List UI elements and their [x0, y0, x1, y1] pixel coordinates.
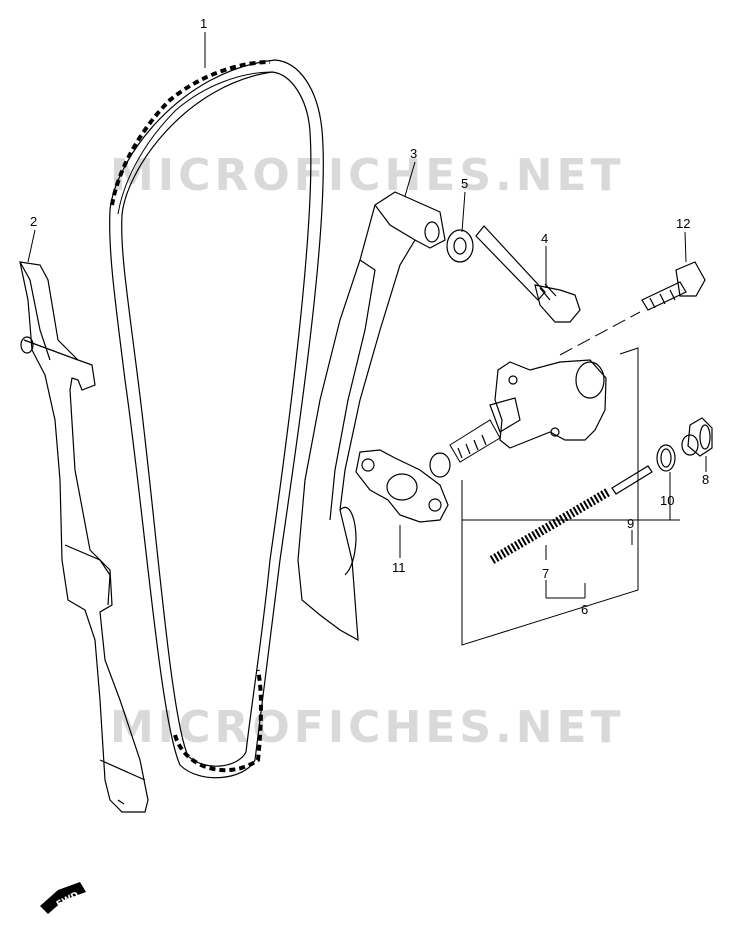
fwd-arrow-icon: FWD: [40, 882, 86, 914]
callout-1: 1: [200, 16, 207, 31]
callout-5: 5: [461, 176, 468, 191]
callout-11: 11: [392, 560, 406, 575]
washer-part: [446, 229, 474, 263]
callout-10: 10: [660, 493, 674, 508]
callout-9: 9: [627, 516, 634, 531]
callout-2: 2: [30, 214, 37, 229]
cam-chain-part: [109, 59, 324, 779]
callout-6: 6: [581, 602, 588, 617]
spring-part: [489, 488, 611, 564]
watermark-bottom: MICROFICHES.NET: [110, 702, 625, 753]
callout-7: 7: [542, 566, 549, 581]
leader-lines: [27, 32, 707, 599]
rod-part: [611, 465, 653, 495]
alignment-line: [559, 311, 641, 356]
tensioner-arm-part: [297, 191, 446, 642]
chain-guide-part: [19, 261, 149, 813]
o-ring-part: [656, 444, 676, 472]
bolt-part: [641, 261, 706, 311]
tensioner-body-part: [429, 359, 607, 478]
callout-12: 12: [676, 216, 690, 231]
pivot-bolt-part: [475, 225, 581, 323]
watermark-top: MICROFICHES.NET: [110, 150, 625, 201]
callout-4: 4: [541, 231, 548, 246]
callout-8: 8: [702, 472, 709, 487]
gasket-part: [355, 449, 449, 523]
cap-bolt-part: [681, 417, 713, 457]
assembly-bracket: [461, 347, 680, 646]
callout-3: 3: [410, 146, 417, 161]
